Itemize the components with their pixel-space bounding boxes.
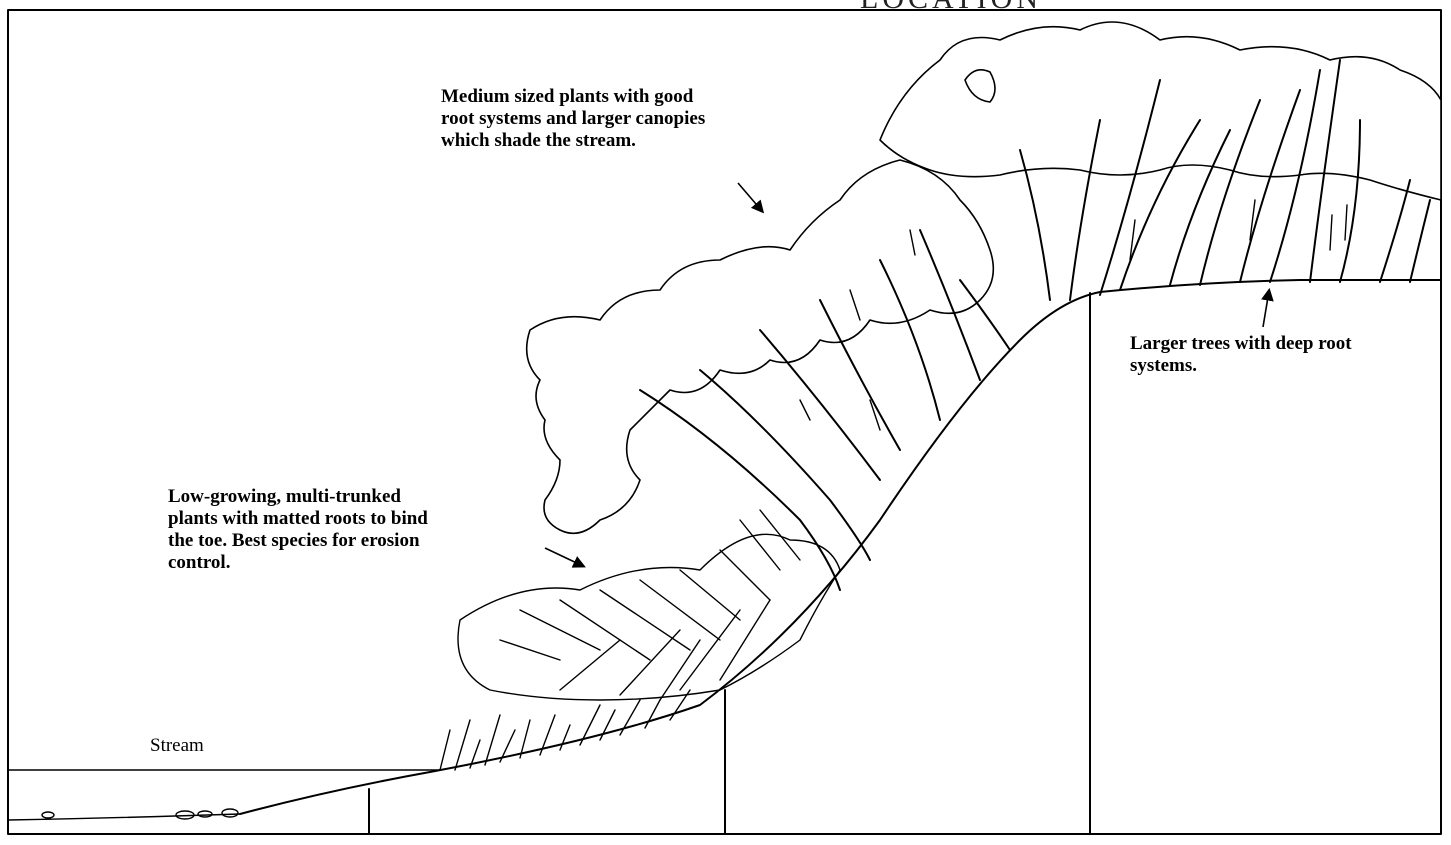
heading-fragment: LOCATION — [860, 0, 1042, 14]
stream-label: Stream — [150, 735, 204, 757]
large-trees-label: Larger trees with deep root systems. — [1130, 333, 1440, 377]
medium-plants-label: Medium sized plants with good root syste… — [441, 86, 841, 152]
low-plants-label: Low-growing, multi-trunked plants with m… — [168, 486, 558, 574]
medium-plants — [527, 160, 1010, 590]
